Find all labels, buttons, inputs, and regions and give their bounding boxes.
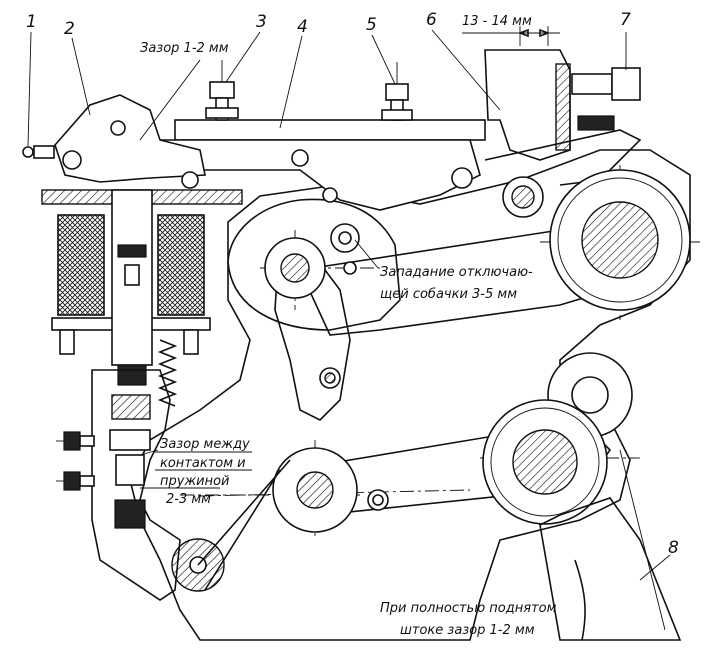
annotation-bottom-2: штоке зазор 1-2 мм — [400, 623, 535, 638]
screw-1 — [22, 145, 55, 159]
label-5: 5 — [366, 15, 377, 35]
coil-left — [57, 214, 105, 316]
annotation-contact-1: Зазор между — [160, 437, 250, 452]
annotation-contact-4: 2-3 мм — [166, 492, 211, 507]
bolt-5 — [381, 62, 413, 121]
plunger-spring — [157, 339, 178, 407]
bolt-7 — [571, 67, 641, 131]
annotation-contact-3: пружиной — [160, 474, 230, 489]
top-bar — [174, 119, 486, 141]
label-1: 1 — [26, 12, 37, 32]
annotation-contact-2: контактом и — [160, 456, 246, 471]
label-6: 6 — [426, 10, 437, 30]
bracket-6 — [484, 49, 571, 161]
bolt-3 — [205, 60, 239, 121]
disc-plate — [227, 198, 401, 331]
annotation-latch-1: Западание отключаю- — [380, 265, 533, 280]
label-8: 8 — [668, 538, 679, 558]
annotation-bottom-1: При полностью поднятом — [380, 601, 557, 616]
label-3: 3 — [256, 12, 267, 32]
annotation-latch-2: щей собачки 3-5 мм — [380, 287, 517, 302]
lever-2 — [54, 94, 206, 183]
plate-7 — [555, 63, 571, 151]
coil-right — [157, 214, 205, 316]
annotation-dimension: 13 - 14 мм — [462, 14, 532, 29]
label-7: 7 — [620, 10, 631, 30]
annotation-gap-top: Зазор 1-2 мм — [140, 41, 229, 56]
part-8 — [539, 497, 682, 641]
label-2: 2 — [64, 19, 75, 39]
contact-block — [91, 369, 181, 601]
terminal-upper — [56, 431, 95, 451]
terminal-lower — [56, 471, 95, 491]
label-4: 4 — [297, 17, 308, 37]
